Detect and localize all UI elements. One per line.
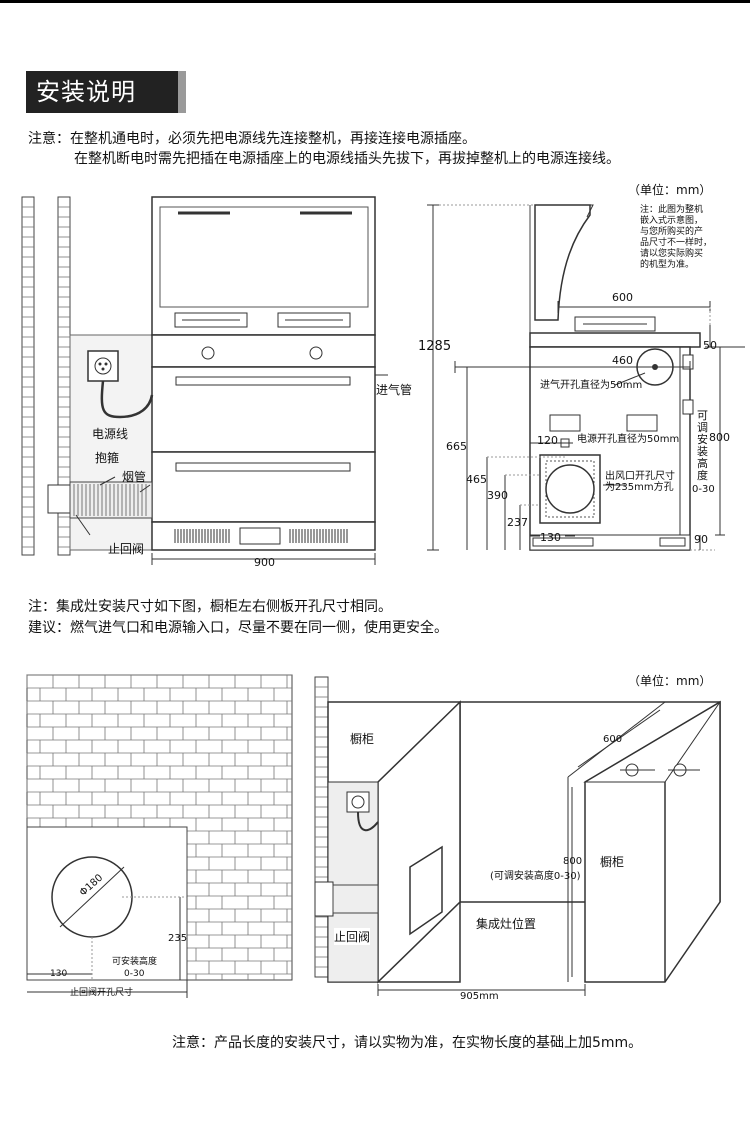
notice-line-2: 在整机断电时需先把插在电源插座上的电源线插头先拔下，再拔掉整机上的电源连接线。	[74, 151, 620, 167]
gas-inlet-pipe-label: 进气管	[376, 383, 413, 397]
notice-line-4: 建议：燃气进气口和电源输入口，尽量不要在同一侧，使用更安全。	[28, 620, 448, 636]
check-valve-label: 止回阀	[108, 542, 145, 556]
dim-460: 460	[612, 354, 633, 367]
dim-130: 130	[540, 531, 561, 544]
model-note-line: 的机型为准。	[640, 260, 695, 270]
dim-600-bottom: 600	[603, 734, 623, 745]
char: 可	[697, 409, 708, 422]
dim-1285: 1285	[418, 339, 452, 354]
dim-390: 390	[487, 489, 508, 502]
adj-height-line1: 可安装高度	[112, 957, 158, 967]
side-view-diagram	[427, 204, 745, 551]
top-border	[0, 0, 750, 3]
hole-size-label: 止回阀开孔尺寸	[70, 988, 134, 998]
dim-90: 90	[694, 533, 708, 546]
dim-800-bottom: 800	[563, 856, 583, 867]
adj-height-bottom: (可调安装高度0-30)	[490, 871, 581, 882]
dim-600: 600	[612, 291, 633, 304]
outlet-label-2: 为235mm方孔	[605, 482, 674, 493]
stove-position-label: 集成灶位置	[476, 917, 537, 931]
adjustable-height-label: 可 调 安 装 高 度	[697, 410, 709, 482]
flue-label: 烟管	[122, 470, 147, 484]
adjust-range-label: 0-30	[692, 484, 715, 495]
front-view-diagram	[21, 196, 388, 565]
char: 调	[697, 421, 708, 434]
dim-665: 665	[446, 440, 467, 453]
unit-label-top: （单位：mm）	[628, 183, 712, 197]
model-note-line: 嵌入式示意图，	[640, 216, 704, 226]
dim-905: 905mm	[460, 991, 499, 1002]
unit-label-bottom: （单位：mm）	[628, 674, 712, 688]
dim-50: 50	[703, 339, 717, 352]
section-title: 安装说明	[26, 71, 186, 113]
notice-line-3: 注：集成灶安装尺寸如下图，橱柜左右侧板开孔尺寸相同。	[28, 599, 392, 615]
char: 高	[697, 457, 708, 470]
char: 度	[697, 469, 708, 482]
check-valve-label-bottom: 止回阀	[334, 928, 371, 945]
dim-130-left: 130	[50, 969, 68, 979]
dim-800: 800	[709, 431, 730, 444]
dim-465: 465	[466, 473, 487, 486]
cabinet-right-label: 橱柜	[600, 855, 625, 869]
model-note-line: 请以您实际购买	[640, 249, 704, 259]
dim-237: 237	[507, 516, 528, 529]
bottom-notice: 注意：产品长度的安装尺寸，请以实物为准，在实物长度的基础上加5mm。	[172, 1035, 643, 1051]
gas-hole-label: 进气开孔直径为50mm	[540, 380, 643, 391]
model-note-line: 品尺寸不一样时，	[640, 238, 713, 248]
dim-120: 120	[537, 434, 558, 447]
wall-hole-diagram	[26, 674, 293, 998]
cabinet-diagram	[314, 676, 721, 996]
power-hole-label: 电源开孔直径为50mm	[577, 434, 680, 445]
model-note-line: 注：此图为整机	[640, 205, 704, 215]
notice-line-1: 注意：在整机通电时，必须先把电源线先连接整机，再接连接电源插座。	[28, 131, 476, 147]
adj-height-line2: 0-30	[124, 969, 145, 979]
outlet-label-1: 出风口开孔尺寸	[605, 471, 675, 482]
dim-235-left: 235	[168, 933, 188, 944]
model-note: 注：此图为整机 嵌入式示意图， 与您所购买的产 品尺寸不一样时， 请以您实际购买…	[640, 205, 712, 271]
hoop-label: 抱箍	[95, 451, 120, 465]
power-cord-label: 电源线	[92, 427, 129, 441]
width-900-label: 900	[254, 556, 275, 569]
char: 安	[697, 433, 708, 446]
char: 装	[697, 445, 708, 458]
cabinet-left-label: 橱柜	[350, 732, 375, 746]
model-note-line: 与您所购买的产	[640, 227, 704, 237]
